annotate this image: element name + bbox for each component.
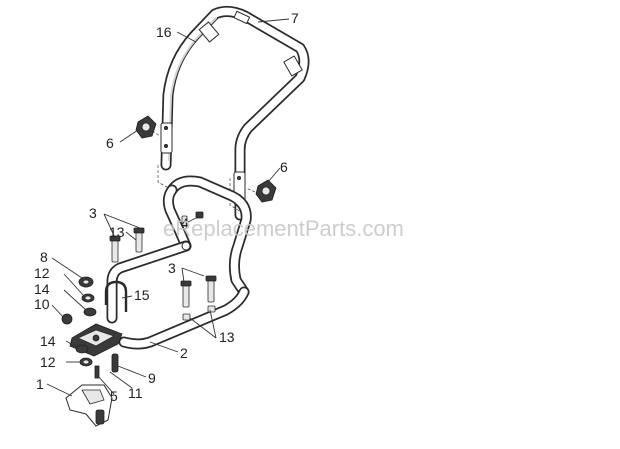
callout-13-left: 13 — [109, 224, 125, 240]
callout-2: 2 — [180, 345, 188, 361]
callout-3-left: 3 — [89, 205, 97, 221]
lower-frame — [106, 175, 252, 350]
callout-5: 5 — [110, 388, 118, 404]
callout-14-lower: 14 — [40, 333, 56, 349]
leader-lines — [46, 18, 290, 397]
callout-12-lower: 12 — [40, 354, 56, 370]
callout-12-upper: 12 — [34, 265, 50, 281]
callout-3-right: 3 — [168, 260, 176, 276]
washer-stack-upper — [61, 276, 97, 325]
callout-6-right: 6 — [280, 159, 288, 175]
caster-fork — [65, 384, 113, 427]
caster-plate — [69, 323, 123, 379]
knob-right — [255, 179, 277, 203]
callout-8: 8 — [40, 249, 48, 265]
callout-16: 16 — [156, 24, 172, 40]
callouts: 16 7 6 6 4 3 13 3 13 8 12 14 10 15 2 14 … — [34, 10, 299, 404]
callout-1: 1 — [36, 376, 44, 392]
callout-11: 11 — [128, 385, 143, 401]
callout-6-left: 6 — [106, 135, 114, 151]
callout-7: 7 — [291, 10, 299, 26]
u-bolt — [104, 280, 128, 312]
callout-9: 9 — [148, 370, 156, 386]
callout-4: 4 — [181, 215, 189, 231]
bolts-left — [109, 211, 204, 263]
callout-13-right: 13 — [219, 329, 235, 345]
callout-10: 10 — [34, 296, 50, 312]
watermark: eReplacementParts.com — [163, 216, 404, 241]
upper-handle — [160, 5, 310, 221]
callout-14-upper: 14 — [34, 281, 50, 297]
knob-left — [135, 115, 157, 139]
callout-15: 15 — [134, 287, 150, 303]
